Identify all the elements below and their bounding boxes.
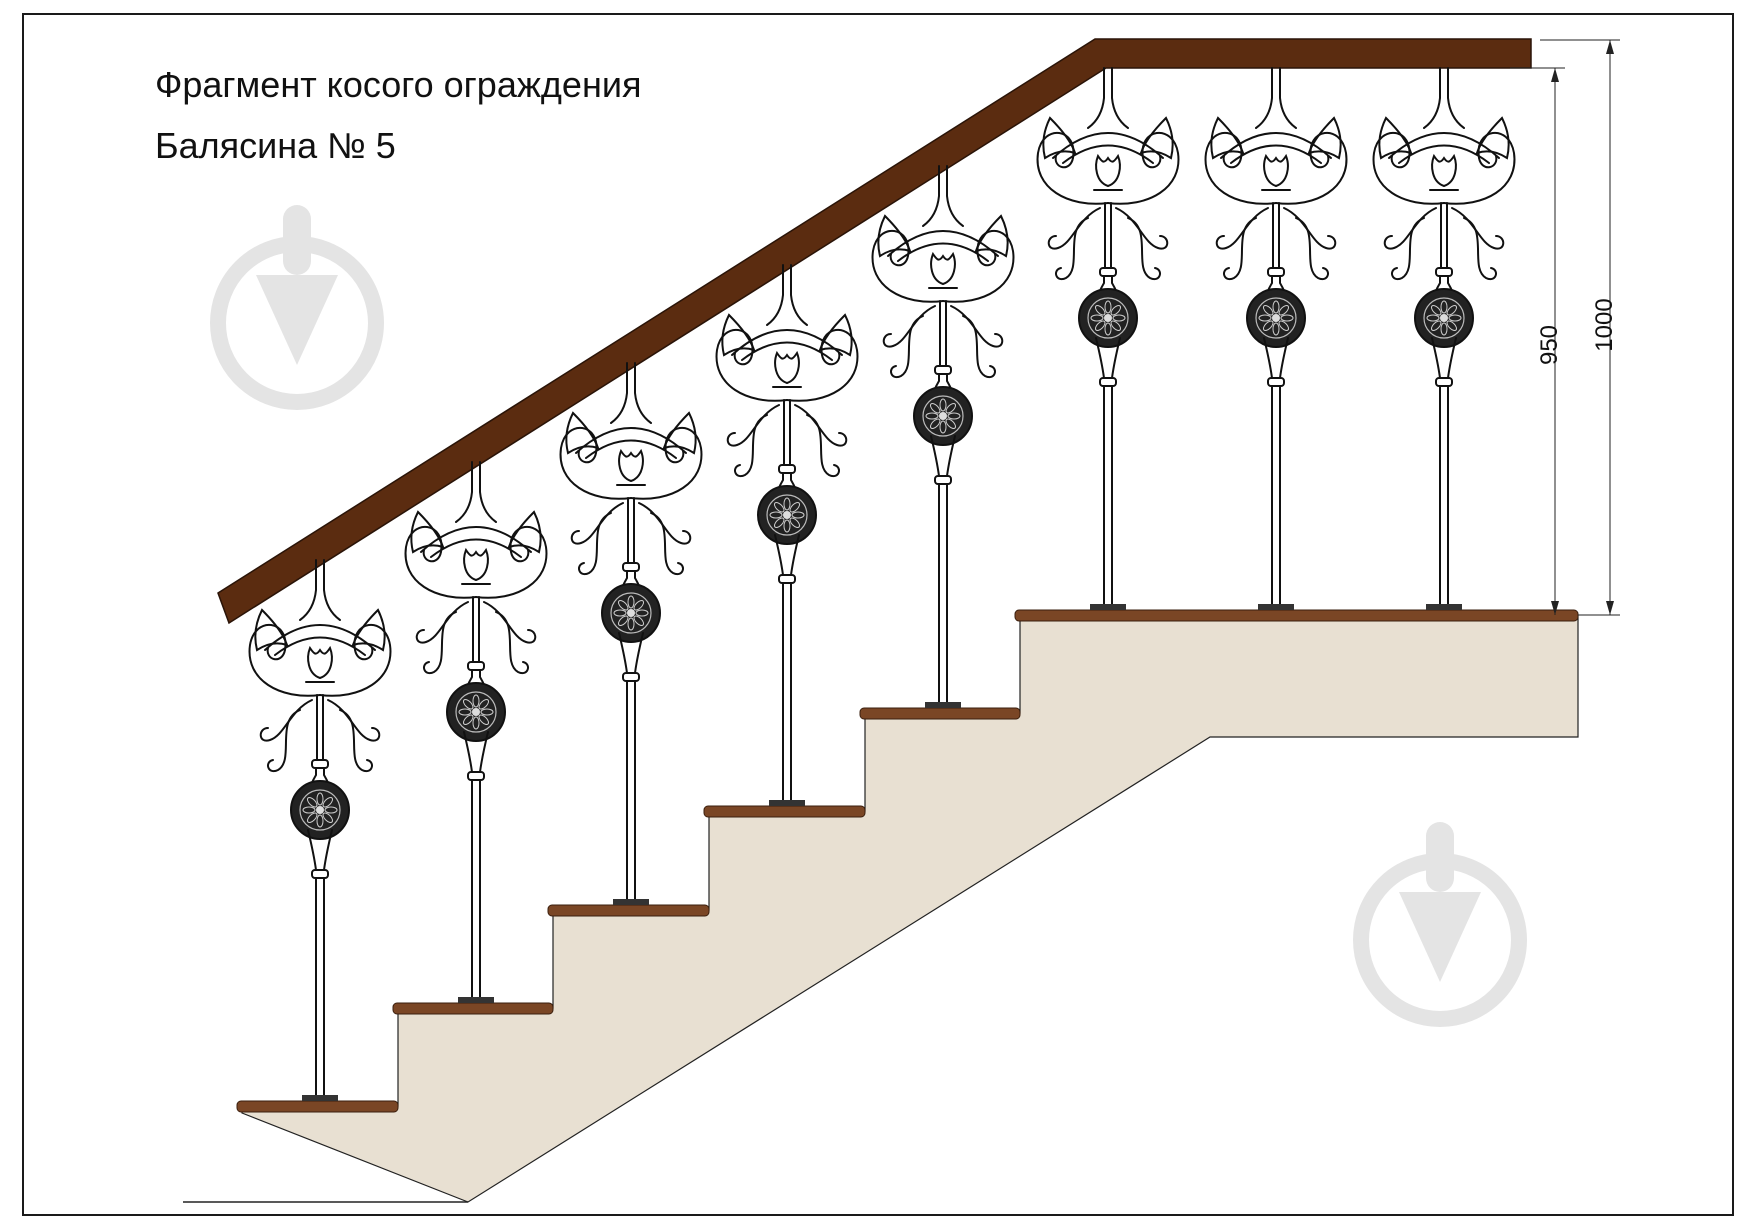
baluster: [715, 264, 859, 806]
drawing-title: Фрагмент косого ограждения: [155, 64, 642, 105]
tread: [392, 1002, 554, 1015]
handrail: [217, 38, 1532, 625]
dimension-950-label: 950: [1536, 325, 1563, 365]
landing-tread: [1014, 609, 1579, 622]
baluster: [871, 165, 1015, 708]
tread: [859, 707, 1021, 720]
balusters: [248, 67, 1516, 1101]
baluster: [404, 461, 548, 1003]
baluster: [1204, 67, 1348, 610]
tread: [703, 805, 866, 818]
baluster: [1036, 67, 1180, 610]
baluster: [559, 362, 703, 905]
stair-treads: [236, 609, 1579, 1113]
drawing-frame: [22, 13, 1734, 1216]
baluster: [248, 559, 392, 1101]
watermark-logo-icon: [1353, 822, 1527, 1027]
dimension-lines: 950 1000: [1510, 39, 1620, 616]
dimension-1000-label: 1000: [1591, 298, 1618, 351]
tread: [236, 1100, 399, 1113]
tread: [547, 904, 710, 917]
baluster: [1372, 67, 1516, 610]
baluster-label: Балясина № 5: [155, 125, 396, 166]
watermark-logo-icon: [210, 205, 384, 410]
